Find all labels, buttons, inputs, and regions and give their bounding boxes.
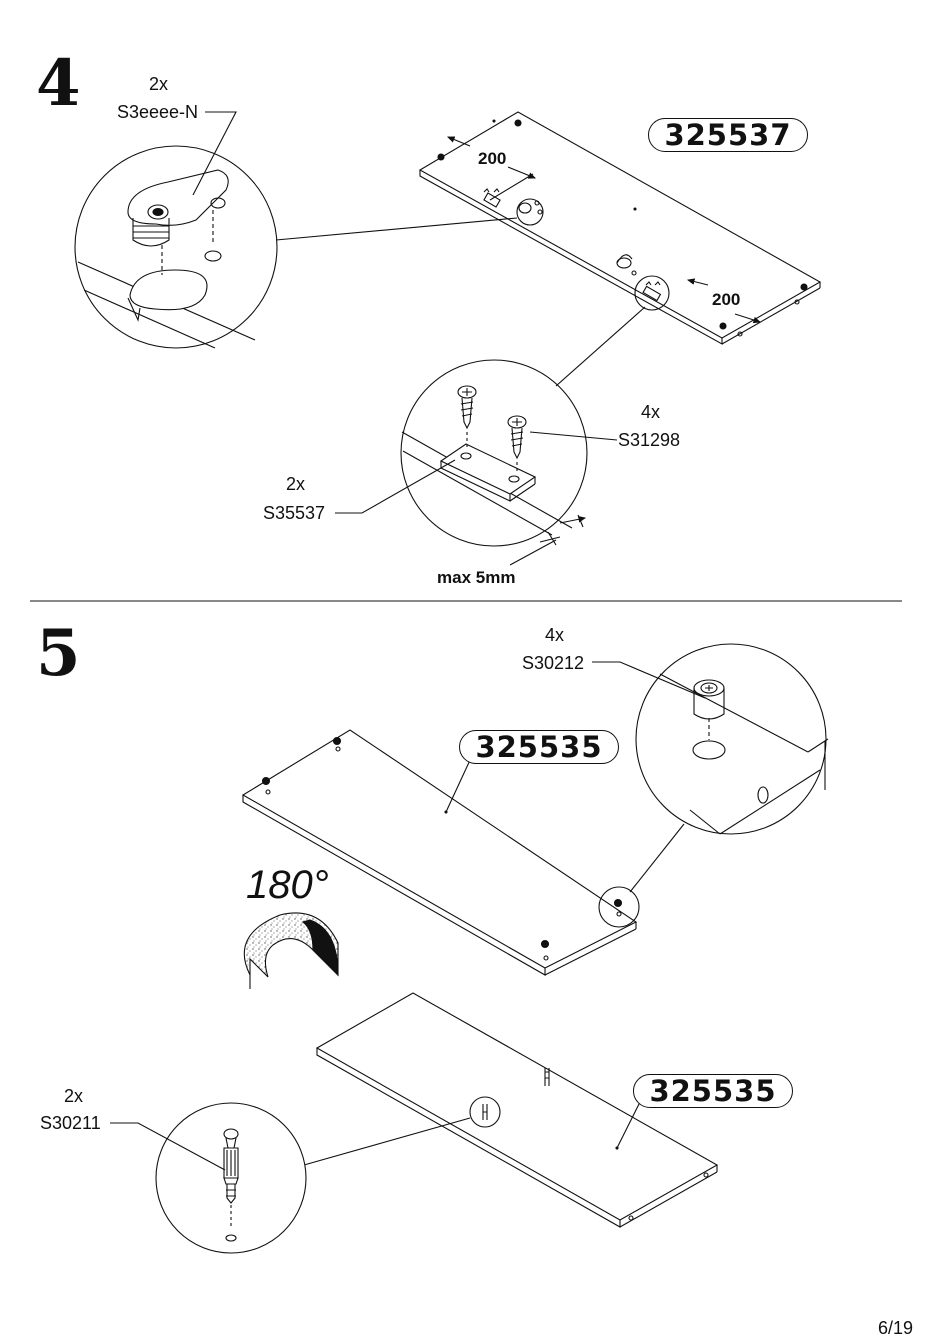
screw-qty: 4x	[641, 402, 661, 422]
connector-detail-circle	[74, 111, 518, 349]
panel-hardware-left	[483, 188, 544, 226]
connector-qty: 2x	[149, 74, 169, 94]
dimension-left-lines	[446, 136, 537, 201]
bolt-code: S30211	[40, 1113, 101, 1133]
connector-code: S3eeee-N	[117, 102, 199, 122]
rotation-label: 180°	[246, 863, 329, 907]
panel-325535-top	[241, 729, 685, 976]
plate-qty: 2x	[286, 474, 306, 494]
step-4-number: 4	[36, 46, 81, 121]
bolt-qty: 2x	[64, 1086, 84, 1106]
tolerance-label: max 5mm	[437, 568, 516, 587]
panel-hardware-right	[616, 254, 670, 311]
panel-325535-bottom	[303, 992, 719, 1228]
panel-id-325537: 325537	[648, 118, 808, 152]
step-5-number: 5	[36, 616, 81, 691]
dimension-right-lines	[686, 278, 762, 324]
plate-code: S35537	[263, 503, 326, 523]
plate-detail-circle	[335, 306, 646, 566]
page-number: 6/19	[878, 1318, 914, 1338]
dimension-left: 200	[478, 149, 507, 168]
cam-fitting-qty: 4x	[545, 625, 565, 645]
panel-id-325535-top: 325535	[459, 730, 619, 764]
cam-fitting-code: S30212	[522, 653, 585, 673]
panel-id-325535-bottom: 325535	[633, 1074, 793, 1108]
bolt-detail-circle	[110, 1102, 307, 1254]
rotation-arrow	[243, 912, 339, 989]
screw-code: S31298	[618, 430, 681, 450]
cam-fitting-detail-circle	[592, 643, 829, 835]
panel-325537	[418, 111, 822, 345]
dimension-right: 200	[712, 290, 741, 309]
